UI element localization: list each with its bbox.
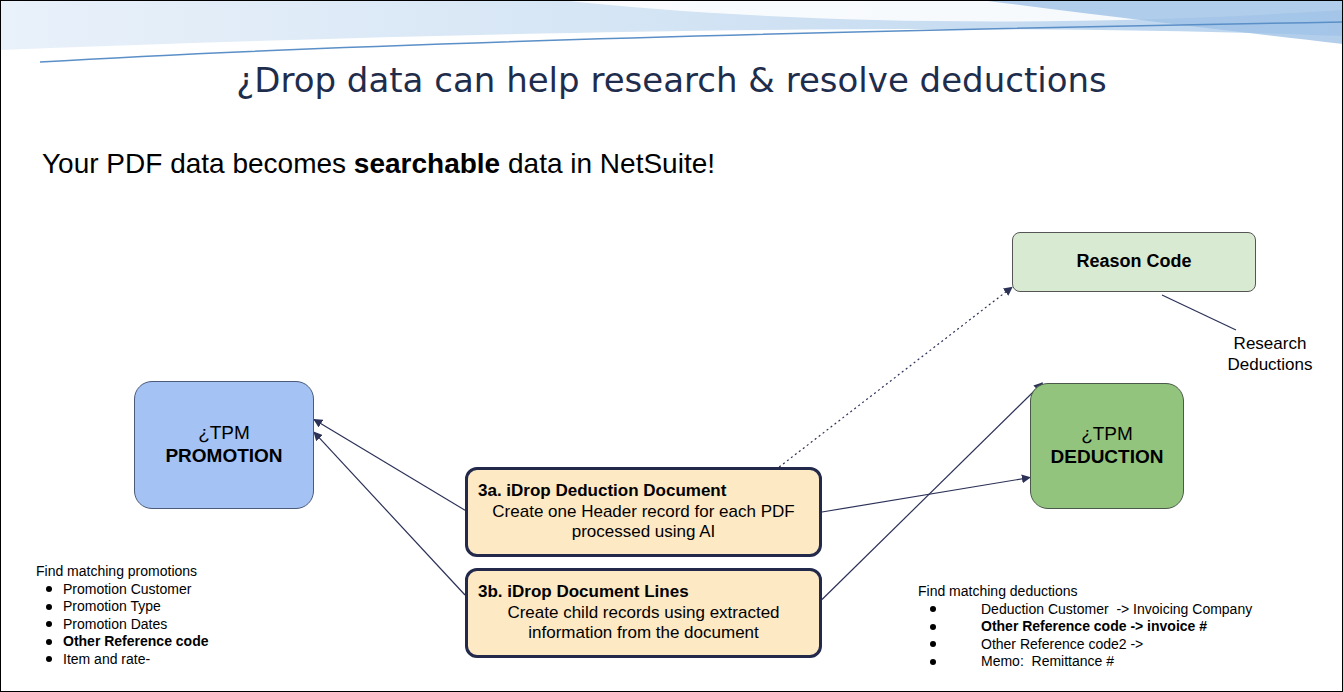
connector-arrow bbox=[822, 383, 1042, 600]
connector-arrow bbox=[314, 432, 465, 595]
subtitle: searchable bbox=[354, 148, 500, 179]
slide-title: ¿Drop data can help research & resolve d… bbox=[0, 60, 1343, 100]
list-text: Other Reference code bbox=[63, 633, 209, 651]
header-accent bbox=[980, 0, 1343, 44]
node-heading: 3b. iDrop Document Lines bbox=[478, 582, 809, 602]
list-item: Other Reference code2 -> bbox=[918, 636, 1252, 654]
list-text: Promotion Dates bbox=[63, 616, 167, 634]
deduction-box: ¿TPMDEDUCTION bbox=[1030, 383, 1184, 509]
process-box: 3b. iDrop Document LinesCreate child rec… bbox=[465, 568, 822, 658]
header-line bbox=[40, 22, 1343, 62]
list-item: Item and rate- bbox=[36, 651, 209, 669]
bullet-dot bbox=[930, 659, 936, 665]
list-text: Deduction Customer -> Invoicing Company bbox=[981, 601, 1252, 619]
list-item: Promotion Type bbox=[36, 598, 209, 616]
list-heading: Find matching promotions bbox=[36, 563, 209, 581]
leader-line bbox=[1162, 295, 1236, 330]
deduction-criteria-group: Find matching deductionsDeduction Custom… bbox=[918, 583, 1252, 671]
list-text: Memo: Remittance # bbox=[981, 653, 1114, 671]
reason-code-box: Reason Code bbox=[1012, 232, 1256, 292]
bullet-dot bbox=[46, 656, 52, 662]
list-text: Item and rate- bbox=[63, 651, 150, 669]
promotion-box: ¿TPMPROMOTION bbox=[134, 381, 314, 509]
promotion-criteria-group: Find matching promotionsPromotion Custom… bbox=[36, 563, 209, 668]
list-item: Deduction Customer -> Invoicing Company bbox=[918, 601, 1252, 619]
node-body: Create one Header record for each PDF pr… bbox=[478, 502, 809, 543]
list-text: Other Reference code2 -> bbox=[981, 636, 1143, 654]
node-body: Create child records using extracted inf… bbox=[478, 603, 809, 644]
list-text: Promotion Customer bbox=[63, 581, 191, 599]
list-item: Other Reference code bbox=[36, 633, 209, 651]
bullet-dot bbox=[46, 639, 52, 645]
list-item: Promotion Customer bbox=[36, 581, 209, 599]
bullet-dot bbox=[46, 621, 52, 627]
bullet-dot bbox=[930, 606, 936, 612]
node-heading: ¿TPM bbox=[1081, 423, 1133, 446]
dotted-arrow bbox=[779, 287, 1012, 467]
subtitle-group: Your PDF data becomes searchable data in N… bbox=[42, 146, 715, 181]
connector-arrow bbox=[822, 478, 1030, 513]
note-label: Research Deductions bbox=[1205, 333, 1335, 376]
bullet-dot bbox=[930, 624, 936, 630]
node-body: DEDUCTION bbox=[1051, 446, 1164, 469]
subtitle: Your PDF data becomes bbox=[42, 148, 346, 179]
bullet-dot bbox=[46, 604, 52, 610]
list-heading: Find matching deductions bbox=[918, 583, 1252, 601]
list-item: Promotion Dates bbox=[36, 616, 209, 634]
node-heading: ¿TPM bbox=[198, 422, 250, 445]
connector-arrow bbox=[314, 419, 465, 510]
node-body: PROMOTION bbox=[165, 445, 282, 468]
list-item: Memo: Remittance # bbox=[918, 653, 1252, 671]
bullet-dot bbox=[46, 586, 52, 592]
node-heading: 3a. iDrop Deduction Document bbox=[478, 481, 809, 501]
node-heading: Reason Code bbox=[1076, 251, 1191, 273]
bullet-dot bbox=[930, 641, 936, 647]
list-item: Other Reference code -> invoice # bbox=[918, 618, 1252, 636]
subtitle: data in NetSuite! bbox=[508, 148, 715, 179]
process-box: 3a. iDrop Deduction DocumentCreate one H… bbox=[465, 467, 822, 557]
note-label-group: Research Deductions bbox=[1205, 333, 1335, 376]
list-text: Other Reference code -> invoice # bbox=[981, 618, 1207, 636]
list-text: Promotion Type bbox=[63, 598, 161, 616]
